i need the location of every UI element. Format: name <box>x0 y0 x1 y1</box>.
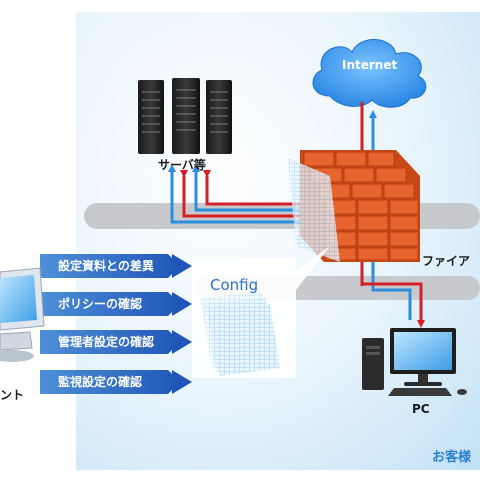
check-arrow-1 <box>40 254 180 278</box>
cloud-icon <box>312 39 427 108</box>
check-label-3: 管理者設定の確認 <box>58 335 155 349</box>
server-icon <box>138 78 232 154</box>
config-callout <box>192 246 330 378</box>
config-stack-icon <box>200 292 280 376</box>
config-label: Config <box>210 276 259 294</box>
check-label-1: 設定資料との差異 <box>58 259 154 273</box>
firewall-icon <box>288 150 420 262</box>
check-arrow-2 <box>40 292 180 316</box>
internet-label: Internet <box>342 58 398 72</box>
pc-icon <box>362 328 467 396</box>
check-label-4: 監視設定の確認 <box>58 375 143 389</box>
servers-label: サーバ等 <box>158 158 206 172</box>
check-label-2: ポリシーの確認 <box>58 297 143 311</box>
client-label: ント <box>0 388 25 402</box>
customer-label: お客様 <box>432 450 472 465</box>
pc-label: PC <box>412 402 430 416</box>
firewall-label: ファイア <box>422 254 471 268</box>
monitor-icon <box>0 267 45 362</box>
check-arrow-3 <box>40 330 180 354</box>
check-arrows <box>40 254 192 394</box>
check-arrow-4 <box>40 370 180 394</box>
